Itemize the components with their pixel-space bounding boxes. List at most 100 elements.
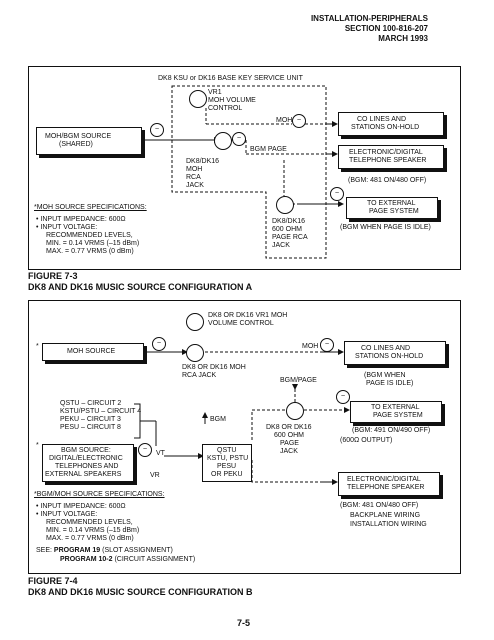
jack-label-3: PAGE bbox=[280, 440, 299, 447]
edt-line-1: ELECTRONIC/DIGITAL bbox=[347, 476, 421, 483]
spec-line: MAX. = 0.77 VRMS (0 dBm) bbox=[46, 535, 134, 542]
jack-label-2: 600 OHM bbox=[274, 432, 304, 439]
rca-label-1: DK8/DK16 bbox=[186, 158, 220, 165]
figure-7-4-frame bbox=[28, 300, 461, 574]
circuit-assignment: (CIRCUIT ASSIGNMENT) bbox=[112, 556, 196, 563]
co-line-2: STATIONS ON-HOLD bbox=[351, 124, 420, 131]
header-line-3: MARCH 1993 bbox=[378, 34, 428, 43]
figure-number: FIGURE 7-4 bbox=[28, 576, 78, 586]
figure-title: DK8 AND DK16 MUSIC SOURCE CONFIGURATION … bbox=[28, 282, 253, 292]
vr1-label-2: MOH VOLUME bbox=[208, 97, 256, 104]
external-page-box: TO EXTERNAL PAGE SYSTEM bbox=[346, 197, 438, 219]
moh-label: MOH bbox=[276, 117, 293, 124]
output-600-label: (600Ω OUTPUT) bbox=[340, 437, 393, 444]
bgm-idle-label: (BGM WHEN PAGE IS IDLE) bbox=[340, 224, 431, 231]
ac-signal-icon: ~ bbox=[336, 390, 350, 404]
page-jack-icon bbox=[286, 402, 304, 420]
ksu-title: DK8 KSU or DK16 BASE KEY SERVICE UNIT bbox=[158, 75, 303, 82]
vr1-control-icon bbox=[186, 313, 204, 331]
bgm-page-label: BGM PAGE bbox=[250, 146, 287, 153]
rca-label-2: RCA JACK bbox=[182, 372, 217, 379]
spec-line: MAX. = 0.77 VRMS (0 dBm) bbox=[46, 248, 134, 255]
edt-line-2: TELEPHONE SPEAKER bbox=[347, 484, 425, 491]
spec-line: • INPUT VOLTAGE: bbox=[36, 224, 98, 231]
jack-label-2: 600 OHM bbox=[272, 226, 302, 233]
edt-line-2: TELEPHONE SPEAKER bbox=[349, 157, 427, 164]
see-program-19: SEE: PROGRAM 19 (SLOT ASSIGNMENT) bbox=[36, 547, 173, 555]
jack-label-4: JACK bbox=[280, 448, 298, 455]
spec-line: MIN. = 0.14 VRMS (–15 dBm) bbox=[46, 527, 140, 534]
electronic-speaker-box: ELECTRONIC/DIGITAL TELEPHONE SPEAKER bbox=[338, 472, 440, 496]
ext-line-1: TO EXTERNAL bbox=[367, 200, 416, 207]
page-number: 7-5 bbox=[237, 618, 251, 628]
bgm-on-off-label: (BGM: 481 ON/480 OFF) bbox=[348, 177, 427, 184]
circuit-item: PEKU – CIRCUIT 3 bbox=[60, 416, 121, 423]
star-marker: * bbox=[36, 343, 39, 350]
rca-jack-icon bbox=[186, 344, 204, 362]
vr-label: VR bbox=[150, 472, 160, 479]
ac-signal-icon: ~ bbox=[138, 443, 152, 457]
circuit-item: KSTU/PSTU – CIRCUIT 4 bbox=[60, 408, 142, 415]
edt-line-1: ELECTRONIC/DIGITAL bbox=[349, 149, 423, 156]
ksu-boundary bbox=[171, 85, 327, 259]
qstu-3: PESU bbox=[217, 463, 237, 470]
bgm-source-4: EXTERNAL SPEAKERS bbox=[45, 471, 122, 478]
vr1-label-3: CONTROL bbox=[208, 105, 243, 112]
see-label: SEE: bbox=[36, 547, 54, 554]
ac-signal-icon: ~ bbox=[150, 123, 164, 137]
spec-line: RECOMMENDED LEVELS, bbox=[46, 519, 133, 526]
bgm-491-label: (BGM: 491 ON/490 OFF) bbox=[352, 427, 431, 434]
ext-line-2: PAGE SYSTEM bbox=[373, 412, 423, 419]
bgm-arrow-label: BGM bbox=[210, 416, 226, 423]
rca-label-3: RCA bbox=[186, 174, 201, 181]
ac-signal-icon: ~ bbox=[320, 338, 334, 352]
bgm-source-box: BGM SOURCE: DIGITAL/ELECTRONIC TELEPHONE… bbox=[42, 444, 134, 482]
ac-signal-icon: ~ bbox=[232, 132, 246, 146]
figure-title: DK8 AND DK16 MUSIC SOURCE CONFIGURATION … bbox=[28, 587, 253, 597]
jack-label-1: DK8 OR DK16 bbox=[266, 424, 312, 431]
rca-label-4: JACK bbox=[186, 182, 204, 189]
bgm-when-1: (BGM WHEN bbox=[364, 372, 406, 379]
circuit-item: QSTU – CIRCUIT 2 bbox=[60, 400, 122, 407]
figure-caption: FIGURE 7-4 DK8 AND DK16 MUSIC SOURCE CON… bbox=[28, 576, 253, 598]
jack-label-3: PAGE RCA bbox=[272, 234, 308, 241]
co-line-1: CO LINES AND bbox=[361, 345, 411, 352]
electronic-speaker-box: ELECTRONIC/DIGITAL TELEPHONE SPEAKER bbox=[338, 145, 444, 169]
wiring-legend bbox=[318, 510, 436, 530]
legend-backplane: BACKPLANE WIRING bbox=[350, 512, 421, 519]
qstu-2: KSTU, PSTU bbox=[207, 455, 249, 462]
program-10-2: PROGRAM 10-2 bbox=[60, 556, 113, 563]
moh-label: MOH bbox=[302, 343, 319, 350]
figure-7-3-frame bbox=[28, 66, 461, 270]
ac-signal-icon: ~ bbox=[292, 114, 306, 128]
rca-label-1: DK8 OR DK16 MOH bbox=[182, 364, 246, 371]
star-marker: * bbox=[36, 442, 39, 449]
legend-installation: INSTALLATION WIRING bbox=[350, 521, 427, 528]
qstu-1: QSTU bbox=[217, 447, 237, 454]
figure-number: FIGURE 7-3 bbox=[28, 271, 78, 281]
figure-caption: FIGURE 7-3 DK8 AND DK16 MUSIC SOURCE CON… bbox=[28, 271, 252, 293]
external-page-box: TO EXTERNAL PAGE SYSTEM bbox=[350, 401, 442, 423]
bgm-when-2: PAGE IS IDLE) bbox=[366, 380, 414, 387]
spec-line: MIN. = 0.14 VRMS (–15 dBm) bbox=[46, 240, 140, 247]
ext-line-1: TO EXTERNAL bbox=[371, 404, 420, 411]
moh-source-box: MOH SOURCE bbox=[42, 343, 144, 361]
bgm-source-2: DIGITAL/ELECTRONIC bbox=[49, 455, 123, 462]
header-line-1: INSTALLATION-PERIPHERALS bbox=[310, 14, 428, 23]
co-line-1: CO LINES AND bbox=[357, 116, 407, 123]
page-jack-icon bbox=[276, 196, 294, 214]
moh-source-label: MOH SOURCE bbox=[67, 348, 116, 355]
co-line-2: STATIONS ON-HOLD bbox=[355, 353, 424, 360]
qstu-4: OR PEKU bbox=[211, 471, 243, 478]
vt-label: VT bbox=[156, 450, 165, 457]
source-line-2: (SHARED) bbox=[59, 141, 93, 148]
specs-title: *MOH SOURCE SPECIFICATIONS: bbox=[34, 204, 147, 211]
bgm-source-1: BGM SOURCE: bbox=[61, 447, 111, 454]
co-lines-box: CO LINES AND STATIONS ON-HOLD bbox=[338, 112, 444, 136]
bgm-page-label: BGM/PAGE bbox=[280, 377, 317, 384]
vr1-label-2: VOLUME CONTROL bbox=[208, 320, 274, 327]
header-line-2: SECTION 100-816-207 bbox=[344, 24, 428, 33]
program-19: PROGRAM 19 bbox=[53, 547, 101, 554]
bgm-481-label: (BGM: 481 ON/480 OFF) bbox=[340, 502, 419, 509]
